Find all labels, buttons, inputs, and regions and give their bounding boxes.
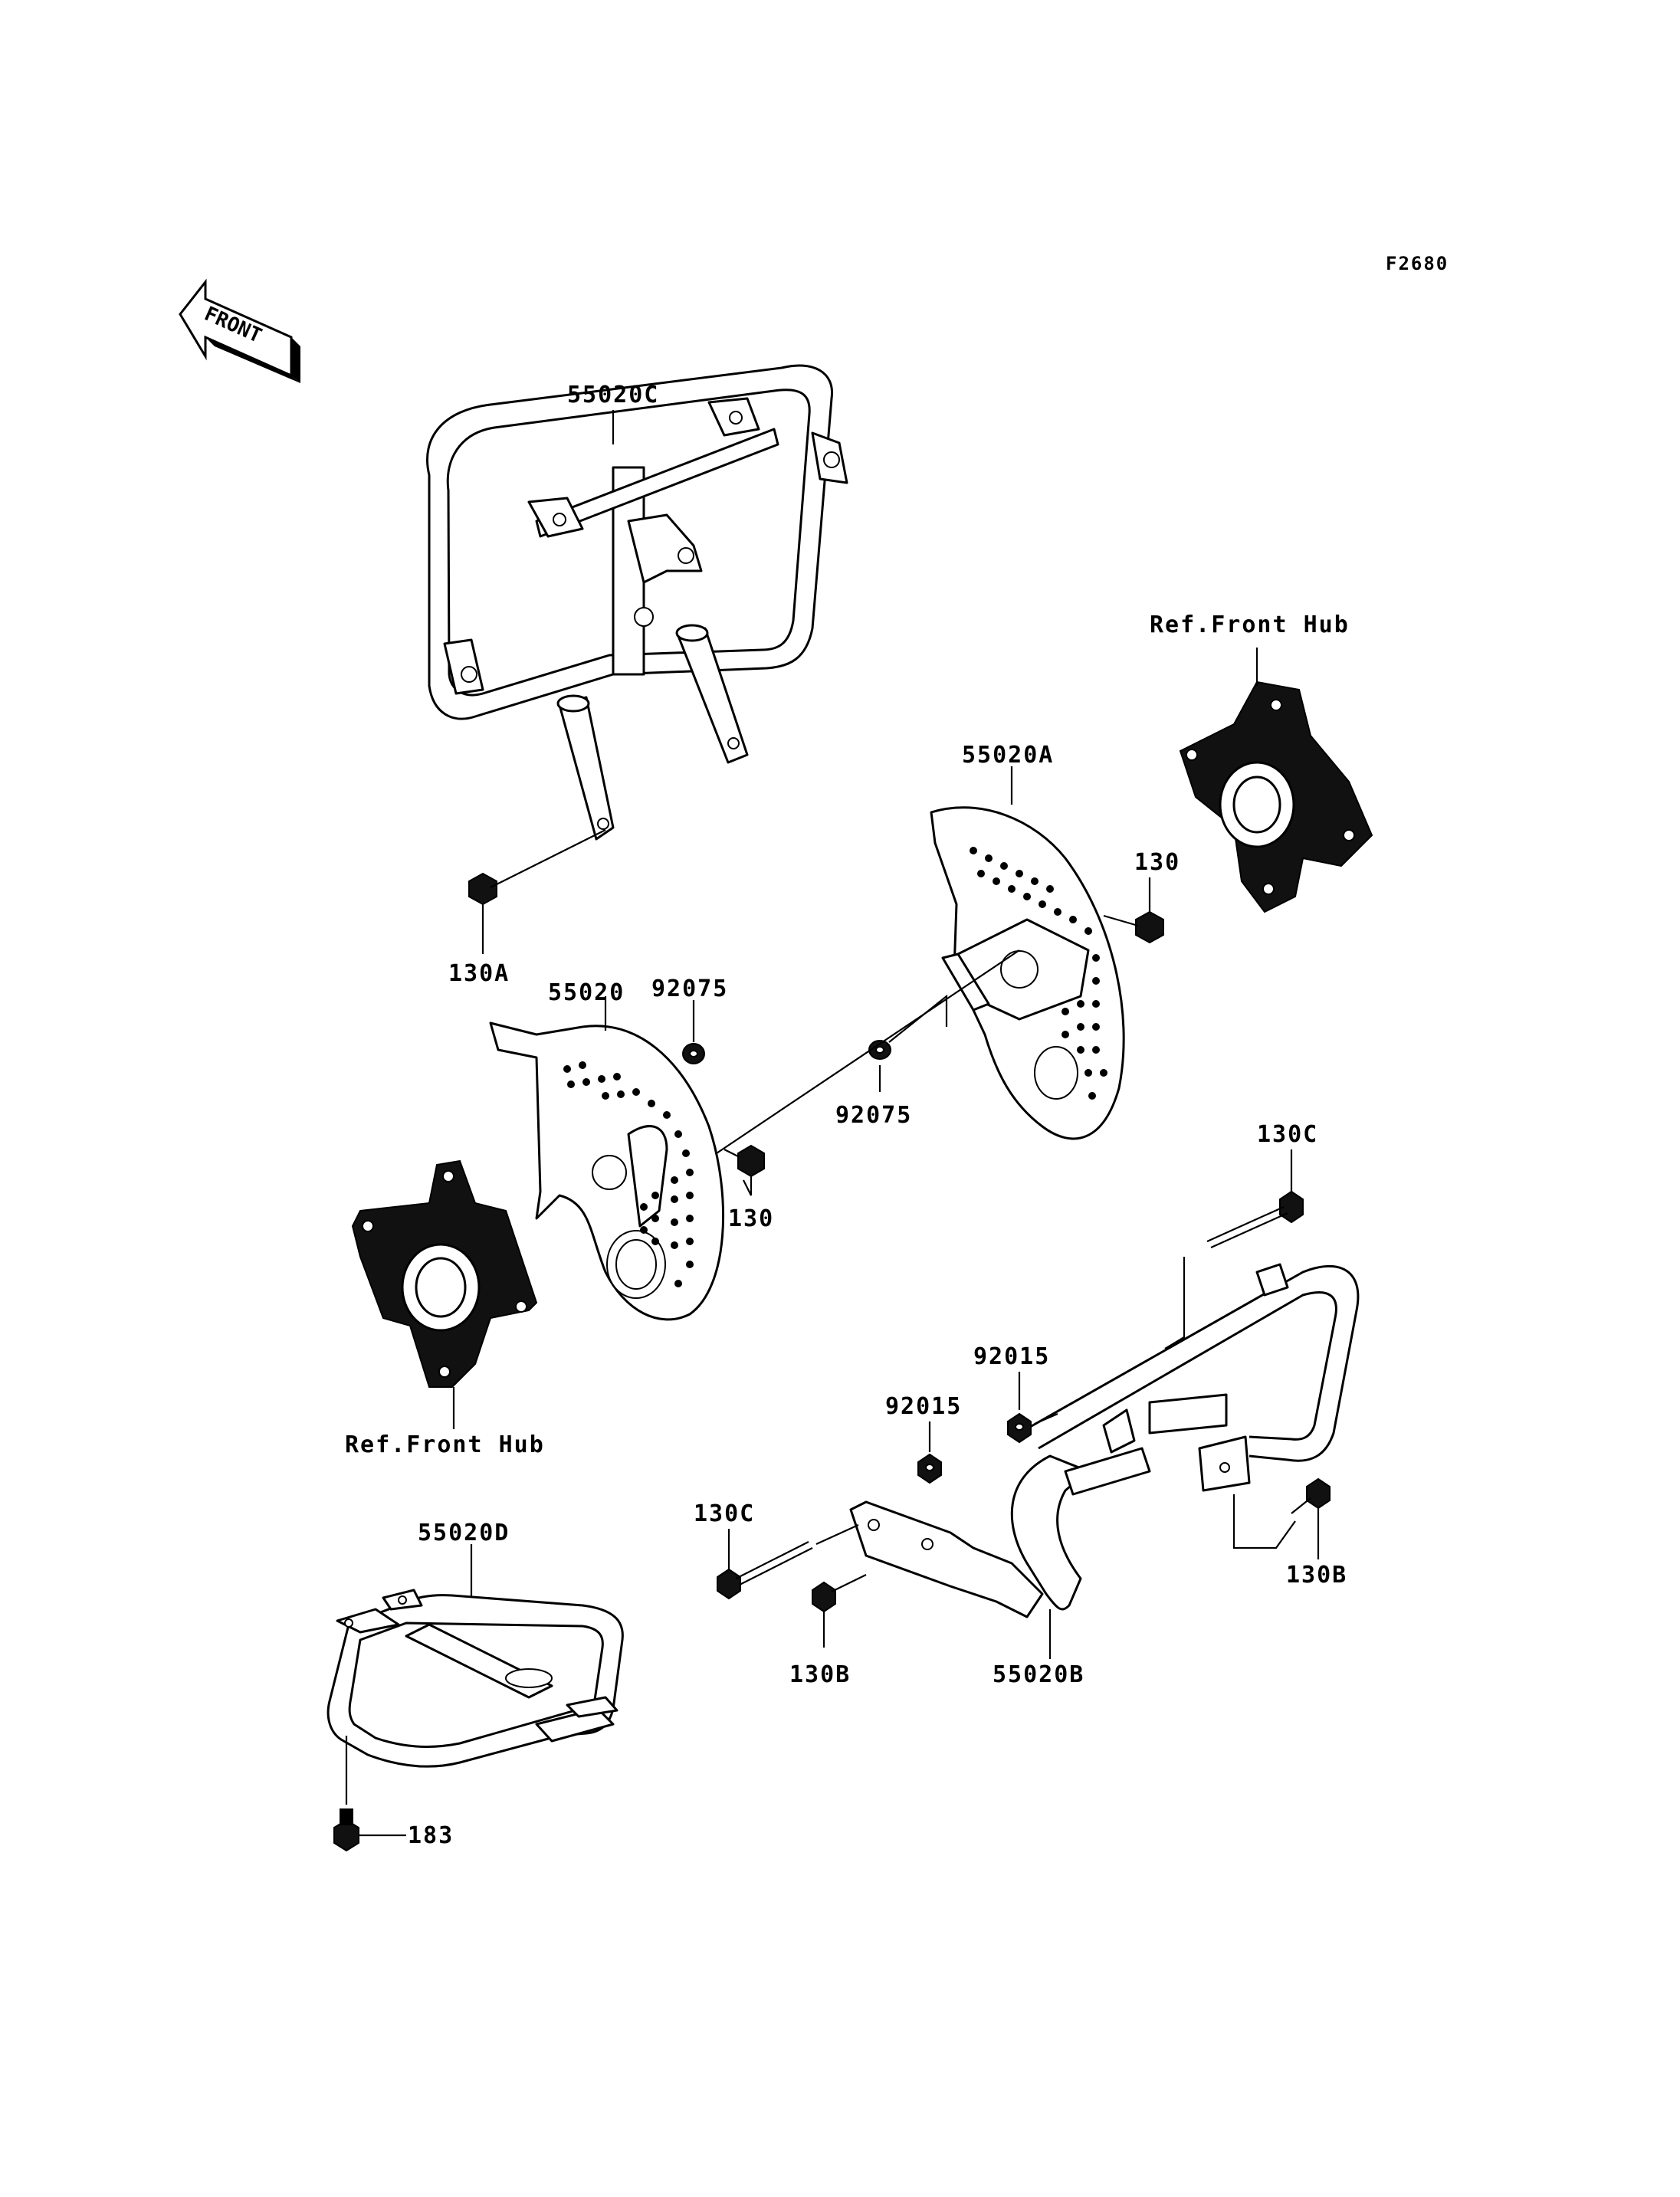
bolt-icon: [812, 1574, 867, 1613]
label-130B-right: 130B: [1286, 1562, 1347, 1589]
front-arrow-icon: FRONT: [179, 278, 300, 383]
hub-icon: [351, 1159, 538, 1388]
label-55020A: 55020A: [962, 742, 1054, 769]
leader-92075-link: [888, 994, 948, 1043]
nut-icon: [868, 1040, 891, 1060]
label-ref-front-hub-left: Ref.Front Hub: [345, 1431, 545, 1458]
leader-92015-top-link: [1034, 1412, 1058, 1425]
label-55020B: 55020B: [993, 1661, 1084, 1688]
nut-icon: [1007, 1412, 1032, 1444]
skid-plate-icon: [326, 1589, 624, 1768]
bolt-icon: [333, 1808, 359, 1852]
label-130-right: 130: [1134, 849, 1180, 876]
bolt-icon: [717, 1541, 813, 1600]
nut-icon: [917, 1453, 942, 1484]
bolt-icon: [724, 1144, 765, 1178]
label-92075-top: 92075: [651, 976, 728, 1002]
label-130-left: 130: [728, 1205, 774, 1232]
label-130B-bottom: 130B: [789, 1661, 851, 1688]
brake-guard-icon: [489, 1021, 725, 1321]
bolt-icon: [1103, 910, 1164, 944]
axis-line: [704, 949, 1020, 1162]
leader-130C-left-link: [815, 1523, 859, 1546]
nut-icon: [682, 1043, 705, 1064]
label-130A: 130A: [448, 960, 510, 987]
bolt-icon: [1206, 1190, 1304, 1249]
bolt-icon: [468, 829, 606, 906]
rear-bumper-icon: [849, 1263, 1360, 1618]
label-55020: 55020: [548, 979, 625, 1006]
brake-guard-holes: [970, 847, 1107, 1100]
label-92015-bottom: 92015: [885, 1393, 962, 1420]
label-130C-left: 130C: [694, 1500, 755, 1527]
leader-130C-top-link: [1164, 1257, 1186, 1349]
label-55020D: 55020D: [418, 1520, 510, 1546]
front-bumper-icon: [426, 364, 848, 841]
brake-guard-icon: [930, 806, 1125, 1140]
label-ref-front-hub-right: Ref.Front Hub: [1150, 612, 1350, 638]
figure-code: F2680: [1386, 253, 1449, 274]
label-92075-bottom: 92075: [835, 1102, 912, 1129]
label-55020C: 55020C: [567, 382, 659, 408]
label-92015-top: 92015: [973, 1343, 1050, 1370]
brake-guard-holes: [563, 1061, 694, 1287]
hub-icon: [1179, 680, 1373, 913]
label-130C-top: 130C: [1257, 1121, 1318, 1148]
leader-130-left: [743, 1176, 753, 1196]
bolt-icon: [1291, 1477, 1331, 1514]
label-183: 183: [408, 1822, 454, 1849]
leader-130B-right-link: [1232, 1494, 1296, 1549]
